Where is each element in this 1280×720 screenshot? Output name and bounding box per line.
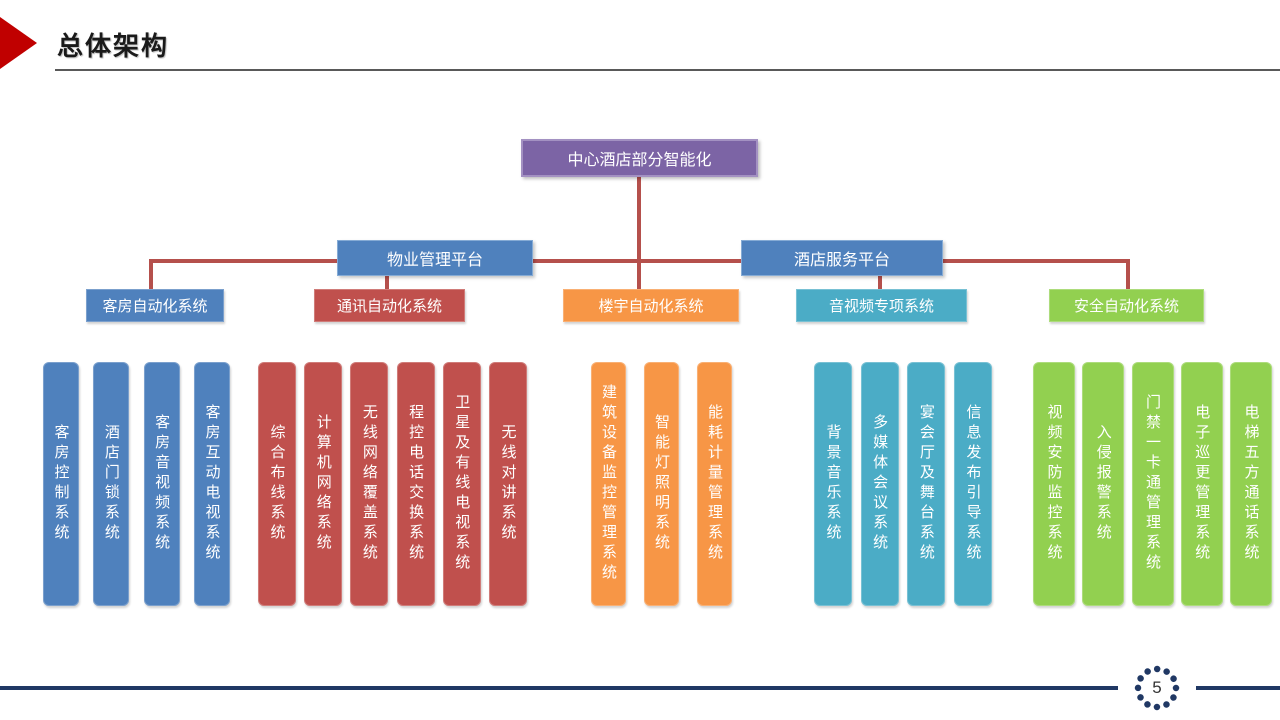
subsystem-label: 电梯五方通话系统 bbox=[1242, 404, 1260, 564]
system-header-label: 安全自动化系统 bbox=[1073, 298, 1179, 315]
connector-root-vertical bbox=[637, 176, 641, 290]
connector-service-drop bbox=[878, 274, 882, 290]
subsystem-column: 综合布线系统 bbox=[258, 362, 296, 606]
page-number: 5 bbox=[1152, 678, 1162, 697]
subsystem-label: 卫星及有线电视系统 bbox=[453, 394, 471, 574]
subsystem-label: 综合布线系统 bbox=[268, 424, 286, 544]
system-header-4: 安全自动化系统 bbox=[1049, 289, 1204, 322]
subsystem-column: 无线对讲系统 bbox=[488, 362, 527, 606]
system-header-1: 通讯自动化系统 bbox=[314, 289, 465, 322]
subsystem-column: 背景音乐系统 bbox=[814, 362, 852, 606]
dotted-circle-icon bbox=[1134, 665, 1180, 711]
system-header-label: 客房自动化系统 bbox=[102, 298, 208, 315]
system-header-label: 通讯自动化系统 bbox=[336, 298, 442, 315]
footer-line-right bbox=[1196, 686, 1280, 690]
connector-left-drop bbox=[149, 259, 153, 290]
subsystem-label: 信息发布引导系统 bbox=[964, 404, 982, 564]
subsystem-label: 背景音乐系统 bbox=[824, 424, 842, 544]
subsystem-column: 程控电话交换系统 bbox=[396, 362, 435, 606]
subsystem-label: 能耗计量管理系统 bbox=[706, 404, 723, 564]
subsystem-group-4: 视频安防监控系统 入侵报警系统 门禁一卡通管理系统 电子巡更管理系统 电梯五方通话系统 bbox=[1033, 362, 1272, 606]
subsystem-column: 无线网络覆盖系统 bbox=[350, 362, 389, 606]
subsystem-column: 多媒体会议系统 bbox=[860, 362, 899, 606]
subsystem-column: 信息发布引导系统 bbox=[953, 362, 992, 606]
title-arrow-icon bbox=[0, 17, 37, 69]
subsystem-column: 酒店门锁系统 bbox=[93, 362, 130, 606]
subsystem-label: 视频安防监控系统 bbox=[1045, 404, 1063, 564]
system-header-2: 楼宇自动化系统 bbox=[563, 289, 739, 322]
subsystem-column: 能耗计量管理系统 bbox=[697, 362, 732, 606]
subsystem-group-0: 客房控制系统 酒店门锁系统 客房音视频系统 客房互动电视系统 bbox=[43, 362, 230, 606]
subsystem-label: 客房音视频系统 bbox=[153, 414, 171, 554]
subsystem-column: 卫星及有线电视系统 bbox=[442, 362, 481, 606]
subsystem-label: 建筑设备监控管理系统 bbox=[600, 384, 617, 584]
subsystem-column: 宴会厅及舞台系统 bbox=[907, 362, 946, 606]
system-header-0: 客房自动化系统 bbox=[86, 289, 224, 322]
subsystem-group-3: 背景音乐系统 多媒体会议系统 宴会厅及舞台系统 信息发布引导系统 bbox=[814, 362, 992, 606]
connector-property-drop bbox=[385, 274, 389, 290]
subsystem-label: 智能灯照明系统 bbox=[653, 414, 670, 554]
page-title: 总体架构 bbox=[57, 31, 170, 61]
subsystem-column: 建筑设备监控管理系统 bbox=[591, 362, 626, 606]
subsystem-column: 客房互动电视系统 bbox=[193, 362, 230, 606]
subsystem-label: 程控电话交换系统 bbox=[407, 404, 425, 564]
system-header-label: 音视频专项系统 bbox=[828, 298, 934, 315]
subsystem-label: 无线对讲系统 bbox=[499, 424, 517, 544]
connector-right-drop bbox=[1126, 259, 1130, 289]
subsystem-group-1: 综合布线系统 计算机网络系统 无线网络覆盖系统 程控电话交换系统 卫星及有线电视系统 无线… bbox=[258, 362, 527, 606]
subsystem-label: 客房控制系统 bbox=[52, 424, 70, 544]
subsystem-label: 电子巡更管理系统 bbox=[1193, 404, 1211, 564]
root-node-label: 中心酒店部分智能化 bbox=[567, 152, 712, 169]
platform-label: 物业管理平台 bbox=[386, 252, 483, 269]
subsystem-column: 门禁一卡通管理系统 bbox=[1131, 362, 1174, 606]
subsystem-label: 客房互动电视系统 bbox=[203, 404, 221, 564]
connector-horizontal bbox=[149, 259, 1130, 263]
subsystem-group-2: 建筑设备监控管理系统 智能灯照明系统 能耗计量管理系统 bbox=[591, 362, 732, 606]
subsystem-column: 客房控制系统 bbox=[43, 362, 79, 606]
system-header-3: 音视频专项系统 bbox=[796, 289, 967, 322]
subsystem-column: 计算机网络系统 bbox=[304, 362, 343, 606]
subsystem-column: 智能灯照明系统 bbox=[644, 362, 679, 606]
platform-node-property: 物业管理平台 bbox=[337, 240, 533, 276]
subsystem-column: 入侵报警系统 bbox=[1082, 362, 1125, 606]
title-divider bbox=[55, 69, 1280, 71]
subsystem-column: 客房音视频系统 bbox=[143, 362, 180, 606]
subsystem-label: 酒店门锁系统 bbox=[102, 424, 120, 544]
system-header-label: 楼宇自动化系统 bbox=[598, 298, 704, 315]
page-number-badge: 5 bbox=[1133, 664, 1181, 712]
subsystem-label: 多媒体会议系统 bbox=[871, 414, 889, 554]
root-node: 中心酒店部分智能化 bbox=[521, 139, 758, 177]
platform-label: 酒店服务平台 bbox=[793, 252, 890, 269]
subsystem-label: 无线网络覆盖系统 bbox=[360, 404, 378, 564]
subsystem-column: 视频安防监控系统 bbox=[1033, 362, 1075, 606]
subsystem-label: 宴会厅及舞台系统 bbox=[917, 404, 935, 564]
subsystem-column: 电梯五方通话系统 bbox=[1230, 362, 1272, 606]
subsystem-column: 电子巡更管理系统 bbox=[1180, 362, 1223, 606]
subsystem-label: 门禁一卡通管理系统 bbox=[1144, 394, 1161, 574]
platform-node-service: 酒店服务平台 bbox=[741, 240, 943, 276]
subsystem-label: 入侵报警系统 bbox=[1094, 424, 1112, 544]
subsystem-label: 计算机网络系统 bbox=[314, 414, 332, 554]
footer-line-left bbox=[0, 686, 1118, 690]
